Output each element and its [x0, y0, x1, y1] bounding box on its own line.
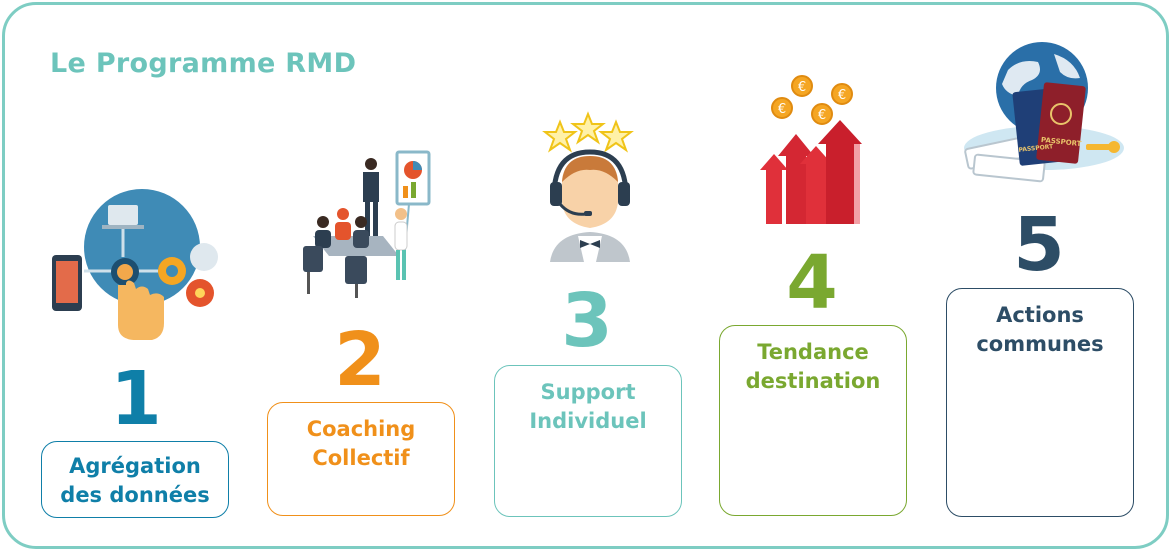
page-title: Le Programme RMD: [50, 48, 357, 79]
coin-symbol: €: [838, 88, 846, 103]
step-label-line: Actions: [996, 303, 1084, 327]
step-label-line: Agrégation: [69, 454, 201, 478]
step-label-line: Coaching: [306, 417, 416, 441]
step-box-1: Agrégation des données: [41, 441, 229, 518]
step-number-2: 2: [334, 317, 386, 403]
step-number-4: 4: [786, 240, 838, 326]
step-number-5: 5: [1013, 202, 1065, 288]
travel-globe-icon: PASSPORT PASSPORT: [964, 42, 1124, 183]
step-box-3: Support Individuel: [494, 365, 682, 517]
program-frame: [2, 2, 1169, 549]
step-label-line: Collectif: [312, 446, 410, 470]
step-box-2: Coaching Collectif: [267, 402, 455, 516]
step-label-line: des données: [60, 483, 210, 507]
step-box-4: Tendance destination: [719, 325, 907, 516]
step-label-line: destination: [745, 369, 881, 393]
data-aggregation-icon: [52, 189, 218, 340]
passport-label: PASSPORT: [1018, 143, 1054, 154]
support-agent-icon: [542, 111, 634, 262]
step-number-1: 1: [110, 356, 162, 442]
coin-symbol: €: [778, 102, 786, 117]
rising-trend-icon: € € € €: [760, 75, 862, 224]
step-label-line: communes: [976, 332, 1104, 356]
coin-symbol: €: [818, 108, 826, 123]
coin-symbol: €: [798, 80, 806, 95]
step-label-line: Tendance: [757, 340, 869, 364]
step-box-5: Actions communes: [946, 288, 1134, 517]
step-label-line: Support: [540, 380, 636, 404]
step-number-3: 3: [561, 278, 613, 364]
step-label-line: Individuel: [529, 409, 647, 433]
team-meeting-icon: [303, 150, 431, 298]
